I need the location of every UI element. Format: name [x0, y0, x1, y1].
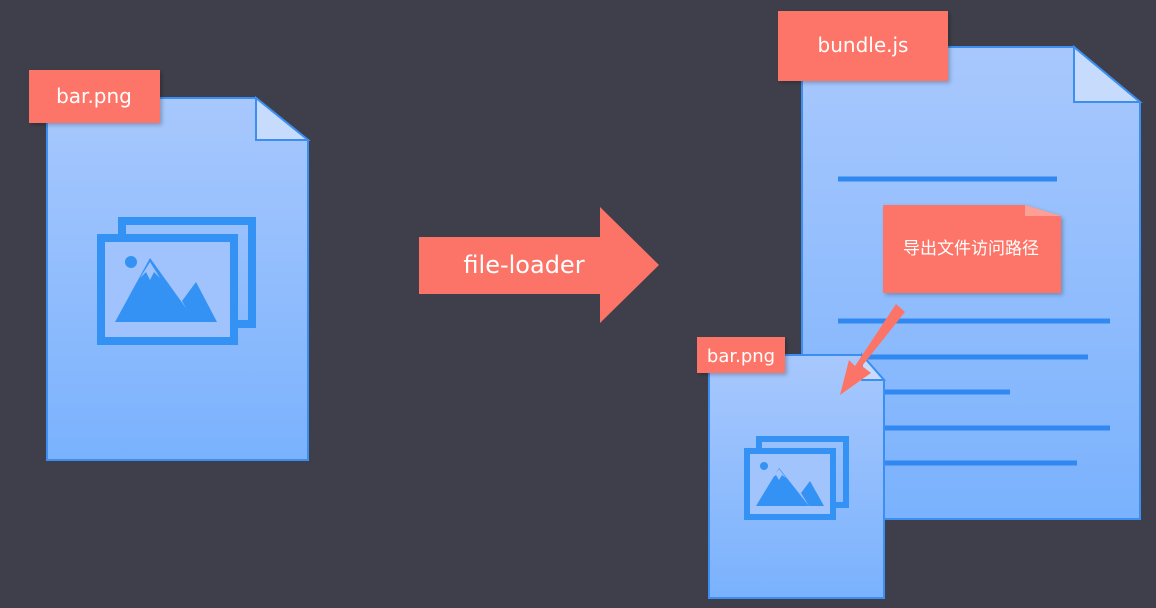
arrow-down-left-icon [840, 304, 905, 395]
source-file-label: bar.png [56, 84, 132, 108]
export-path-note: 导出文件访问路径 [883, 205, 1061, 293]
source-file-document [46, 95, 311, 461]
file-loader-arrow: file-loader [419, 207, 659, 323]
bundle-document: 导出文件访问路径 [801, 44, 1143, 520]
image-gallery-icon [744, 436, 849, 520]
bundle-label-tag: bundle.js [778, 11, 948, 81]
source-file-page-fold [255, 95, 311, 141]
arrow-right-icon [419, 207, 659, 323]
bundle-label: bundle.js [818, 33, 909, 57]
file-loader-label: file-loader [463, 251, 584, 279]
note-fold [1025, 205, 1061, 216]
note-card [883, 205, 1061, 293]
output-file-label: bar.png [707, 346, 775, 367]
output-file-document [708, 352, 887, 599]
bundle-page-fold [1073, 44, 1143, 103]
image-gallery-icon [97, 217, 256, 345]
source-file-label-tag: bar.png [29, 70, 160, 123]
output-file-label-tag: bar.png [697, 337, 785, 373]
export-path-note-text: 导出文件访问路径 [903, 239, 1039, 259]
